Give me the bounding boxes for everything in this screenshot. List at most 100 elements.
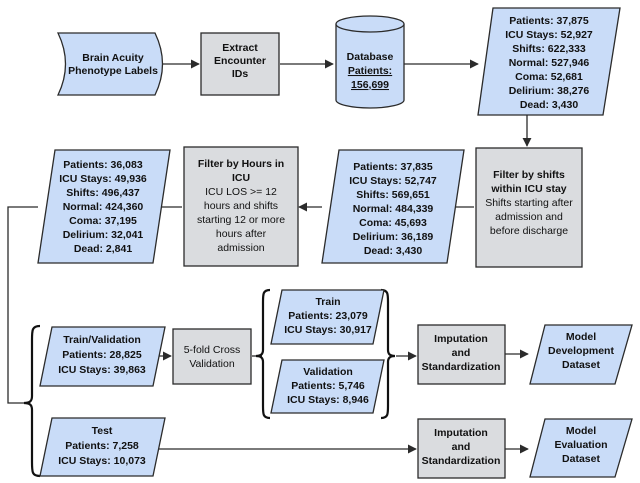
validation-line-1: Validation <box>303 366 353 378</box>
process-box <box>417 418 506 479</box>
database-patients-value: 156,699 <box>351 79 389 91</box>
cv-line-2: Validation <box>189 358 234 370</box>
train-line-1: Train <box>315 296 340 308</box>
model-dev-line-1: Model <box>566 331 596 343</box>
brain-acuity-line-2: Phenotype Labels <box>68 65 158 77</box>
filter-shifts-title-1: Filter by shifts <box>493 169 565 181</box>
cv-line-1: 5-fold Cross <box>184 344 241 356</box>
process-box <box>183 146 299 267</box>
test-node: Test Patients: 7,258 ICU Stays: 10,073 <box>39 417 166 477</box>
data-parallelogram <box>270 359 385 414</box>
stats3-line-3: Shifts: 496,437 <box>66 187 140 199</box>
process-box <box>172 328 252 385</box>
impute2-node: Imputation and Standardization <box>417 418 506 479</box>
filter-hours-desc-1: ICU LOS >= 12 <box>205 186 277 198</box>
filter-hours-title-2: ICU <box>232 172 250 184</box>
trainval-line-3: ICU Stays: 39,863 <box>58 364 146 376</box>
model-eval-node: Model Evaluation Dataset <box>529 418 633 478</box>
stats1-line-7: Dead: 3,430 <box>520 99 579 111</box>
stats3-line-2: ICU Stays: 49,936 <box>59 173 147 185</box>
stats3-line-1: Patients: 36,083 <box>63 159 143 171</box>
model-dev-line-2: Development <box>548 345 614 357</box>
data-parallelogram <box>39 326 166 387</box>
trainval-node: Train/Validation Patients: 28,825 ICU St… <box>39 326 166 387</box>
connectors <box>7 59 532 454</box>
split-brace <box>23 324 41 478</box>
stats3-line-5: Coma: 37,195 <box>69 215 137 227</box>
impute2-line-1: Imputation <box>434 427 488 439</box>
process-box <box>417 324 506 385</box>
stats3-line-4: Normal: 424,360 <box>63 201 144 213</box>
model-eval-line-3: Dataset <box>562 453 600 465</box>
split-connector <box>7 206 38 404</box>
impute1-line-3: Standardization <box>422 361 501 373</box>
process-box <box>200 32 280 96</box>
data-parallelogram <box>37 149 171 264</box>
stats1-line-6: Delirium: 38,276 <box>509 85 590 97</box>
filter-hours-title-1: Filter by Hours in <box>198 158 284 170</box>
stats3-node: Patients: 36,083 ICU Stays: 49,936 Shift… <box>37 149 171 264</box>
extract-line-1: Extract <box>222 42 258 54</box>
extract-line-2: Encounter <box>214 55 266 67</box>
database-title: Database <box>347 51 394 63</box>
train-line-2: Patients: 23,079 <box>288 310 368 322</box>
stats1-line-3: Shifts: 622,333 <box>512 43 586 55</box>
database-cylinder-body <box>335 24 405 109</box>
filter-hours-desc-2: hours and shifts <box>204 200 278 212</box>
stats2-node: Patients: 37,835 ICU Stays: 52,747 Shift… <box>321 149 465 264</box>
impute1-line-1: Imputation <box>434 333 488 345</box>
database-node: Database Patients: 156,699 <box>335 15 405 109</box>
stored-data-shape <box>56 32 164 96</box>
filter-shifts-desc-2: admission and <box>495 211 563 223</box>
stats2-line-4: Normal: 484,339 <box>353 203 434 215</box>
database-cylinder-top <box>335 15 405 33</box>
test-line-3: ICU Stays: 10,073 <box>58 455 146 467</box>
stats3-line-6: Delirium: 32,041 <box>63 229 144 241</box>
validation-node: Validation Patients: 5,746 ICU Stays: 8,… <box>270 359 385 414</box>
impute2-line-2: and <box>452 441 471 453</box>
filter-shifts-desc-3: before discharge <box>490 225 568 237</box>
stats2-line-2: ICU Stays: 52,747 <box>349 175 437 187</box>
filter-shifts-desc-1: Shifts starting after <box>485 197 573 209</box>
stats2-line-7: Dead: 3,430 <box>364 245 423 257</box>
filter-shifts-title-2: within ICU stay <box>490 183 566 195</box>
model-eval-line-2: Evaluation <box>554 439 607 451</box>
data-parallelogram <box>39 417 166 477</box>
data-parallelogram <box>529 324 633 385</box>
model-dev-line-3: Dataset <box>562 359 600 371</box>
test-line-2: Patients: 7,258 <box>65 440 139 452</box>
cv-brace-left <box>255 288 271 420</box>
train-line-3: ICU Stays: 30,917 <box>284 324 372 336</box>
validation-line-3: ICU Stays: 8,946 <box>287 394 369 406</box>
extract-encounter-node: Extract Encounter IDs <box>200 32 280 96</box>
brain-acuity-labels-node: Brain Acuity Phenotype Labels <box>56 32 164 96</box>
test-line-1: Test <box>92 425 113 437</box>
stats1-line-4: Normal: 527,946 <box>509 57 590 69</box>
filter-shifts-node: Filter by shifts within ICU stay Shifts … <box>475 147 583 268</box>
stats1-node: Patients: 37,875 ICU Stays: 52,927 Shift… <box>477 7 621 116</box>
filter-hours-desc-3: starting 12 or more <box>197 214 285 226</box>
impute2-line-3: Standardization <box>422 455 501 467</box>
data-parallelogram <box>477 7 621 116</box>
stats3-line-7: Dead: 2,841 <box>74 243 133 255</box>
impute1-line-2: and <box>452 347 471 359</box>
filter-hours-desc-5: admission <box>217 242 264 254</box>
train-node: Train Patients: 23,079 ICU Stays: 30,917 <box>270 289 385 345</box>
data-parallelogram <box>270 289 385 345</box>
stats2-line-3: Shifts: 569,651 <box>356 189 430 201</box>
validation-line-2: Patients: 5,746 <box>291 380 365 392</box>
brain-acuity-line-1: Brain Acuity <box>82 52 144 64</box>
data-parallelogram <box>529 418 633 478</box>
filter-hours-node: Filter by Hours in ICU ICU LOS >= 12 hou… <box>183 146 299 267</box>
data-parallelogram <box>321 149 465 264</box>
stats1-line-2: ICU Stays: 52,927 <box>505 29 593 41</box>
process-box <box>475 147 583 268</box>
database-patients-label: Patients: <box>348 65 392 77</box>
filter-hours-desc-4: hours after <box>216 228 267 240</box>
cv-brace-right <box>380 288 396 420</box>
cv-node: 5-fold Cross Validation <box>172 328 252 385</box>
trainval-line-1: Train/Validation <box>63 334 141 346</box>
model-eval-line-1: Model <box>566 425 596 437</box>
impute1-node: Imputation and Standardization <box>417 324 506 385</box>
